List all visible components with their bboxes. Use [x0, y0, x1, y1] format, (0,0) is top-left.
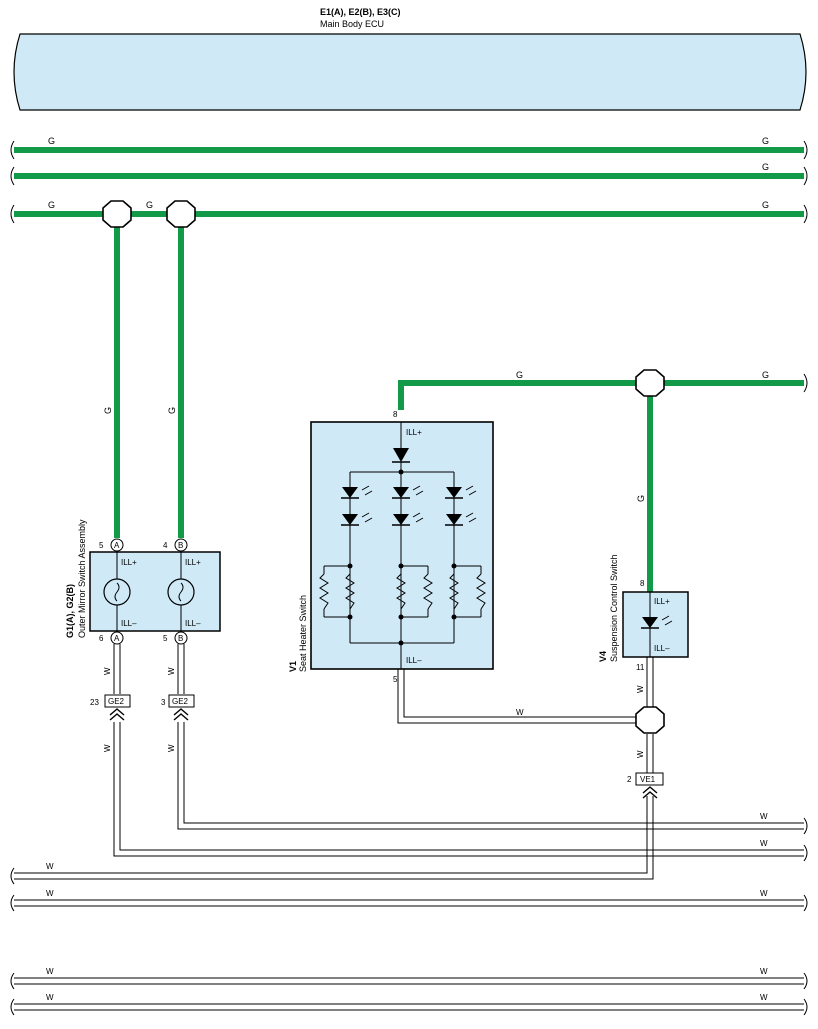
wire-color-label: W [46, 993, 54, 1002]
wire-color-label: G [762, 162, 769, 172]
seat-heater-internal-circuit [319, 422, 486, 669]
connector-ge2 [168, 694, 195, 708]
suspension-switch-body [622, 591, 689, 658]
ill-minus-label: ILL– [185, 619, 201, 628]
wire-color-label: G [762, 370, 769, 380]
connector-pin [110, 538, 124, 552]
wire-color-label: G [167, 407, 177, 414]
led-icon [641, 615, 673, 629]
pin-number: 6 [99, 634, 104, 643]
mirror-switch-id: G1(A), G2(B) [65, 584, 75, 638]
wire-color-label: W [760, 812, 768, 821]
green-bus-wires [14, 147, 804, 217]
wire-color-label: G [762, 200, 769, 210]
bulb-icon [167, 578, 195, 606]
ill-plus-label: ILL+ [121, 558, 137, 567]
connector-ge2 [104, 694, 131, 708]
bulb-icon [103, 578, 131, 606]
wire-color-label: W [636, 750, 645, 758]
seat-heater-switch-body [310, 421, 494, 670]
connector-chevron-icon [109, 708, 189, 721]
wire-color-label: W [46, 862, 54, 871]
wire-color-label: W [760, 889, 768, 898]
white-wire [646, 657, 654, 773]
wire-color-label: G [48, 136, 55, 146]
wire-color-label: W [167, 744, 176, 752]
wire-color-label: G [103, 407, 113, 414]
wire-color-label: W [103, 744, 112, 752]
mirror-switch-name: Outer Mirror Switch Assembly [77, 519, 87, 638]
suspension-id: V4 [598, 651, 608, 662]
led-icon [341, 512, 373, 526]
pin-number: 8 [640, 579, 645, 588]
seat-heater-name: Seat Heater Switch [298, 595, 308, 672]
pin-number: 4 [163, 541, 168, 550]
white-wire [113, 644, 185, 694]
wire-color-label: W [760, 993, 768, 1002]
white-wire [14, 722, 804, 1011]
connector-pin-number: 3 [161, 698, 166, 707]
seat-heater-id: V1 [288, 661, 298, 672]
connector-letter: A [114, 634, 120, 643]
led-icon [392, 512, 424, 526]
wire-color-label: W [760, 967, 768, 976]
wire-break-mark [803, 373, 808, 393]
connector-pin-number: 23 [90, 698, 99, 707]
ill-minus-label: ILL– [654, 644, 670, 653]
ecu-body [13, 33, 807, 111]
diode-icon [392, 448, 410, 463]
ill-plus-label: ILL+ [654, 597, 670, 606]
pin-number: 5 [393, 675, 398, 684]
wire-break-marks [10, 817, 808, 1016]
wire-color-label: W [760, 839, 768, 848]
connector-pin [110, 631, 124, 645]
connector-chevron-icon [642, 786, 658, 799]
ecu-name: Main Body ECU [320, 19, 384, 29]
wire-color-label: G [762, 136, 769, 146]
wire-color-label: G [146, 200, 153, 210]
connector-pin [174, 538, 188, 552]
connector-letter: A [114, 541, 120, 550]
green-wire [398, 380, 804, 410]
ill-plus-label: ILL+ [185, 558, 201, 567]
pin-number: 8 [393, 410, 398, 419]
connector-ve1 [635, 772, 664, 786]
splice-joint [102, 200, 132, 228]
ill-minus-label: ILL– [406, 656, 422, 665]
connector-pin-number: 2 [627, 775, 632, 784]
connector-label: VE1 [640, 775, 656, 784]
junction-dots [347, 469, 457, 646]
suspension-name: Suspension Control Switch [609, 554, 619, 662]
connector-pin [174, 631, 188, 645]
pin-number: 11 [636, 663, 645, 672]
splice-joint [635, 706, 665, 734]
wire-color-label: W [167, 667, 176, 675]
wire-color-label: W [516, 708, 524, 717]
connector-label: GE2 [108, 697, 125, 706]
ecu-connector-ids: E1(A), E2(B), E3(C) [320, 7, 401, 17]
led-icon [341, 485, 373, 499]
pin-number: 5 [163, 634, 168, 643]
wire-color-label: G [48, 200, 55, 210]
led-icon [445, 485, 477, 499]
connector-letter: B [178, 634, 183, 643]
led-icon [392, 485, 424, 499]
wire-break-marks [10, 140, 808, 224]
led-icon [445, 512, 477, 526]
connector-label: GE2 [172, 697, 189, 706]
wire-color-label: W [46, 889, 54, 898]
white-wire [397, 669, 637, 724]
ill-plus-label: ILL+ [406, 428, 422, 437]
wire-color-label: W [636, 685, 645, 693]
pin-number: 5 [99, 541, 104, 550]
wire-color-label: W [103, 667, 112, 675]
splice-joint [166, 200, 196, 228]
connector-letter: B [178, 541, 183, 550]
wire-color-label: G [516, 370, 523, 380]
wire-color-label: W [46, 967, 54, 976]
splice-joint [635, 369, 665, 397]
wire-color-label: G [636, 495, 646, 502]
ill-minus-label: ILL– [121, 619, 137, 628]
